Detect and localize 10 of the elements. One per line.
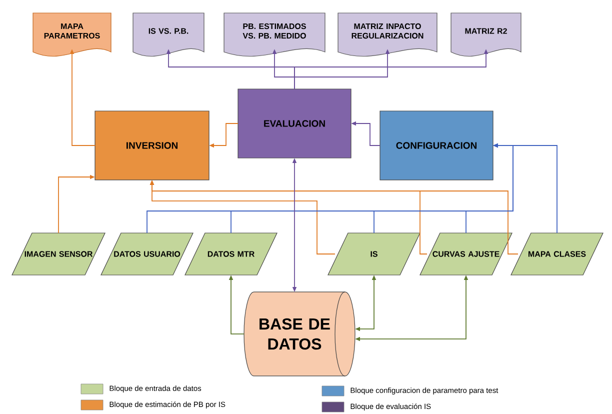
database-cylinder: BASE DE DATOS: [244, 292, 356, 376]
process-box: INVERSION: [94, 110, 210, 180]
process-box: EVALUACION: [238, 88, 352, 158]
data-parallelogram: IMAGEN SENSOR: [12, 232, 106, 276]
data-parallelogram: DATOS USUARIO: [100, 232, 194, 276]
data-parallelogram: IS: [328, 232, 420, 276]
data-parallelogram: DATOS MTR: [184, 232, 278, 276]
data-parallelogram: CURVAS AJUSTE: [420, 232, 512, 276]
data-parallelogram: MAPA CLASES: [510, 232, 604, 276]
process-box: CONFIGURACION: [380, 110, 494, 180]
